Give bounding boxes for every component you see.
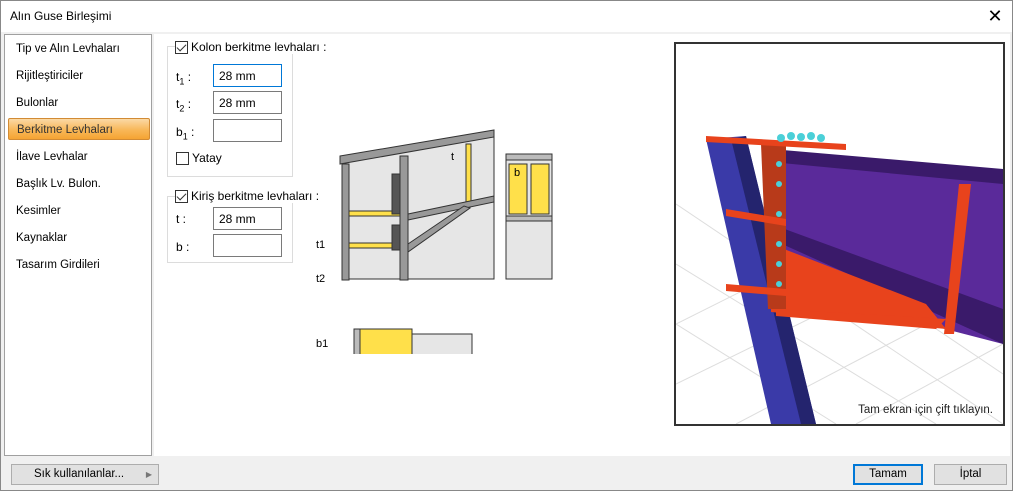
kiris-t-input[interactable] xyxy=(213,207,282,230)
bolts-3d xyxy=(776,132,825,287)
kolon-checkbox-box[interactable] xyxy=(175,40,188,54)
yatay-checkbox[interactable]: Yatay xyxy=(176,151,224,165)
sidebar-item-tip-ve-alin-levhalari[interactable]: Tip ve Alın Levhaları xyxy=(16,43,120,55)
close-icon[interactable]: ✕ xyxy=(987,6,1003,26)
sidebar-item-kaynaklar[interactable]: Kaynaklar xyxy=(16,232,68,244)
column-flange-right xyxy=(399,155,409,281)
kiris-b-label: b : xyxy=(176,240,190,254)
kiris-b-input[interactable] xyxy=(213,234,282,257)
kolon-checkbox[interactable]: Kolon berkitme levhaları : xyxy=(175,40,329,54)
t2-letter: t xyxy=(176,97,180,111)
kiris-t-label: t : xyxy=(176,212,187,226)
sidebar-item-tasarim-girdileri[interactable]: Tasarım Girdileri xyxy=(16,259,100,271)
window-title: Alın Guse Birleşimi xyxy=(10,9,112,23)
yatay-label: Yatay xyxy=(192,151,222,165)
bolts-upper xyxy=(391,173,401,215)
ok-button[interactable]: Tamam xyxy=(853,464,923,485)
b1-letter: b xyxy=(176,125,183,139)
t1-input[interactable] xyxy=(213,64,282,87)
kiris-checkbox-label: Kiriş berkitme levhaları : xyxy=(191,189,320,203)
section-stiffener-left xyxy=(508,163,528,215)
plan-stiffeners xyxy=(353,328,413,354)
dim-b: b xyxy=(514,167,520,179)
section-mid-plate xyxy=(505,215,553,222)
kolon-checkbox-label: Kolon berkitme levhaları : xyxy=(191,40,327,54)
column-flange-left xyxy=(341,163,350,281)
t1-label: t1 : xyxy=(176,70,191,86)
dim-t2: t2 xyxy=(316,273,325,285)
sidebar-item-kesimler[interactable]: Kesimler xyxy=(16,205,61,217)
fullscreen-hint: Tam ekran için çift tıklayın. xyxy=(858,404,993,416)
favorites-button[interactable]: Sık kullanılanlar... ▶ xyxy=(11,464,159,485)
beam-bottom-flange xyxy=(771,224,1003,344)
dim-t1: t1 xyxy=(316,239,325,251)
beam-top-flange xyxy=(771,149,1003,184)
top-flange xyxy=(339,129,495,165)
sidebar-item-bulonlar[interactable]: Bulonlar xyxy=(16,97,59,109)
t1-sub: 1 xyxy=(179,76,185,87)
kiris-checkbox[interactable]: Kiriş berkitme levhaları : xyxy=(175,189,322,203)
cancel-button[interactable]: İptal xyxy=(934,464,1007,485)
b1-label: b1 : xyxy=(176,125,194,141)
sidebar-item-baslik-lv-bulon[interactable]: Başlık Lv. Bulon. xyxy=(16,178,101,190)
t2-colon: : xyxy=(187,97,192,111)
bolts-lower xyxy=(391,224,401,251)
top-plate-3d xyxy=(706,136,846,150)
beam-stiffener-3d xyxy=(944,184,971,334)
plan-beam xyxy=(411,333,473,354)
b1-input[interactable] xyxy=(213,119,282,142)
plan-flange xyxy=(353,328,361,354)
stiffener-3d-1 xyxy=(726,209,786,226)
t2-label: t2 : xyxy=(176,97,191,113)
t2-input[interactable] xyxy=(213,91,282,114)
b1-colon: : xyxy=(191,125,195,139)
stiffener-3d-2 xyxy=(726,284,786,296)
t2-sub: 2 xyxy=(179,103,185,114)
sidebar-nav: Tip ve Alın Levhaları Rijitleştiriciler … xyxy=(4,34,152,456)
dim-t: t xyxy=(451,151,454,163)
section-top-plate xyxy=(505,153,553,161)
bottom-plate-3d xyxy=(776,309,946,329)
t1-colon: : xyxy=(187,70,192,84)
kiris-checkbox-box[interactable] xyxy=(175,189,188,203)
3d-preview[interactable]: Tam ekran için çift tıklayın. xyxy=(674,42,1005,426)
beam-stiffener xyxy=(465,143,472,203)
dim-b1: b1 xyxy=(316,338,328,350)
favorites-label: Sık kullanılanlar... xyxy=(34,468,125,480)
title-bar: Alın Guse Birleşimi ✕ xyxy=(1,1,1012,32)
sidebar-item-ilave-levhalar[interactable]: İlave Levhalar xyxy=(16,151,88,163)
haunch-3d xyxy=(771,244,946,329)
haunch xyxy=(407,205,472,253)
t1-letter: t xyxy=(176,70,180,84)
b1-sub: 1 xyxy=(182,131,188,142)
chevron-right-icon: ▶ xyxy=(145,470,152,479)
sidebar-item-berkitme-levhalari[interactable]: Berkitme Levhaları xyxy=(8,118,150,140)
3d-model xyxy=(676,132,1003,424)
section-stiffener-right xyxy=(530,163,550,215)
yatay-checkbox-box[interactable] xyxy=(176,151,189,165)
stiffener-diagram: t b t1 t2 b1 xyxy=(316,129,553,354)
sidebar-item-rijitlestiriciler[interactable]: Rijitleştiriciler xyxy=(16,70,84,82)
bottom-flange xyxy=(407,195,495,221)
